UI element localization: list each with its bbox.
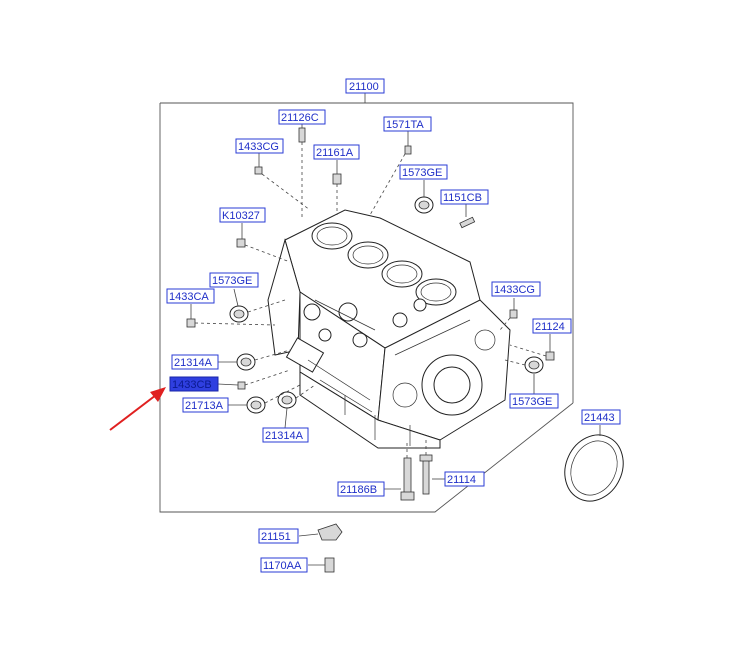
label-plug-left-top[interactable]: 1433CG [235,138,284,154]
label-plug-ca[interactable]: 1433CA [166,288,215,304]
label-oil-seal-text: 21443 [584,412,615,424]
label-plug-21713-text: 21713A [185,400,224,412]
label-cap-top-text: 1573GE [402,167,442,179]
label-assembly[interactable]: 21100 [345,78,385,94]
label-seal-lower-text: 21314A [265,430,304,442]
label-bracket[interactable]: 21151 [258,528,299,544]
label-cap-right-text: 1573GE [512,396,552,408]
label-dowel-right[interactable]: 21124 [532,318,572,334]
label-plug-cb-selected[interactable]: 1433CB [169,376,219,392]
label-cap-left-text: 1573GE [212,275,252,287]
label-cap-top[interactable]: 1573GE [399,164,448,180]
cylinder-block-drawing [267,209,511,449]
red-arrow-icon [109,387,166,431]
label-bolt-lower-right[interactable]: 21114 [444,471,485,487]
assembly-frame [159,92,574,513]
leader-lines [190,124,601,566]
label-plug-right[interactable]: 1433CG [491,281,541,297]
label-oil-seal[interactable]: 21443 [581,409,621,425]
label-seal-left[interactable]: 21314A [171,354,219,370]
label-seal-left-text: 21314A [174,357,213,369]
label-bolt-lower-left-text: 21186B [340,484,377,496]
label-plug-right-text: 1433CG [494,284,535,296]
label-plug-21713[interactable]: 21713A [182,397,229,413]
label-seal-lower[interactable]: 21314A [262,427,309,443]
label-bracket-bolt-text: 1170AA [263,560,302,572]
label-bolt-lower-right-text: 21114 [447,474,476,486]
label-plug-cb-text: 1433CB [172,379,212,391]
label-plug-k-text: K10327 [222,210,260,222]
label-bracket-text: 21151 [261,531,291,543]
label-assembly-text: 21100 [349,81,379,93]
label-plug-left-top-text: 1433CG [238,141,279,153]
label-bolt-lower-left[interactable]: 21186B [337,481,385,497]
label-cap-right[interactable]: 1573GE [509,393,559,409]
loose-parts [186,127,624,573]
label-stud-top[interactable]: 21126C [278,109,326,125]
label-bolt-top-right-text: 1571TA [386,119,424,131]
label-bracket-bolt[interactable]: 1170AA [260,557,308,573]
label-plug-ca-text: 1433CA [169,291,209,303]
label-stud-top-text: 21126C [281,112,319,124]
label-pin-top-text: 21161A [316,147,354,159]
label-stud-right-text: 1151CB [443,192,482,204]
label-cap-left[interactable]: 1573GE [209,272,259,288]
label-dowel-right-text: 21124 [535,321,565,333]
label-bolt-top-right[interactable]: 1571TA [383,116,432,132]
label-pin-top[interactable]: 21161A [313,144,360,160]
label-plug-k[interactable]: K10327 [219,207,266,223]
label-stud-right[interactable]: 1151CB [440,189,489,205]
